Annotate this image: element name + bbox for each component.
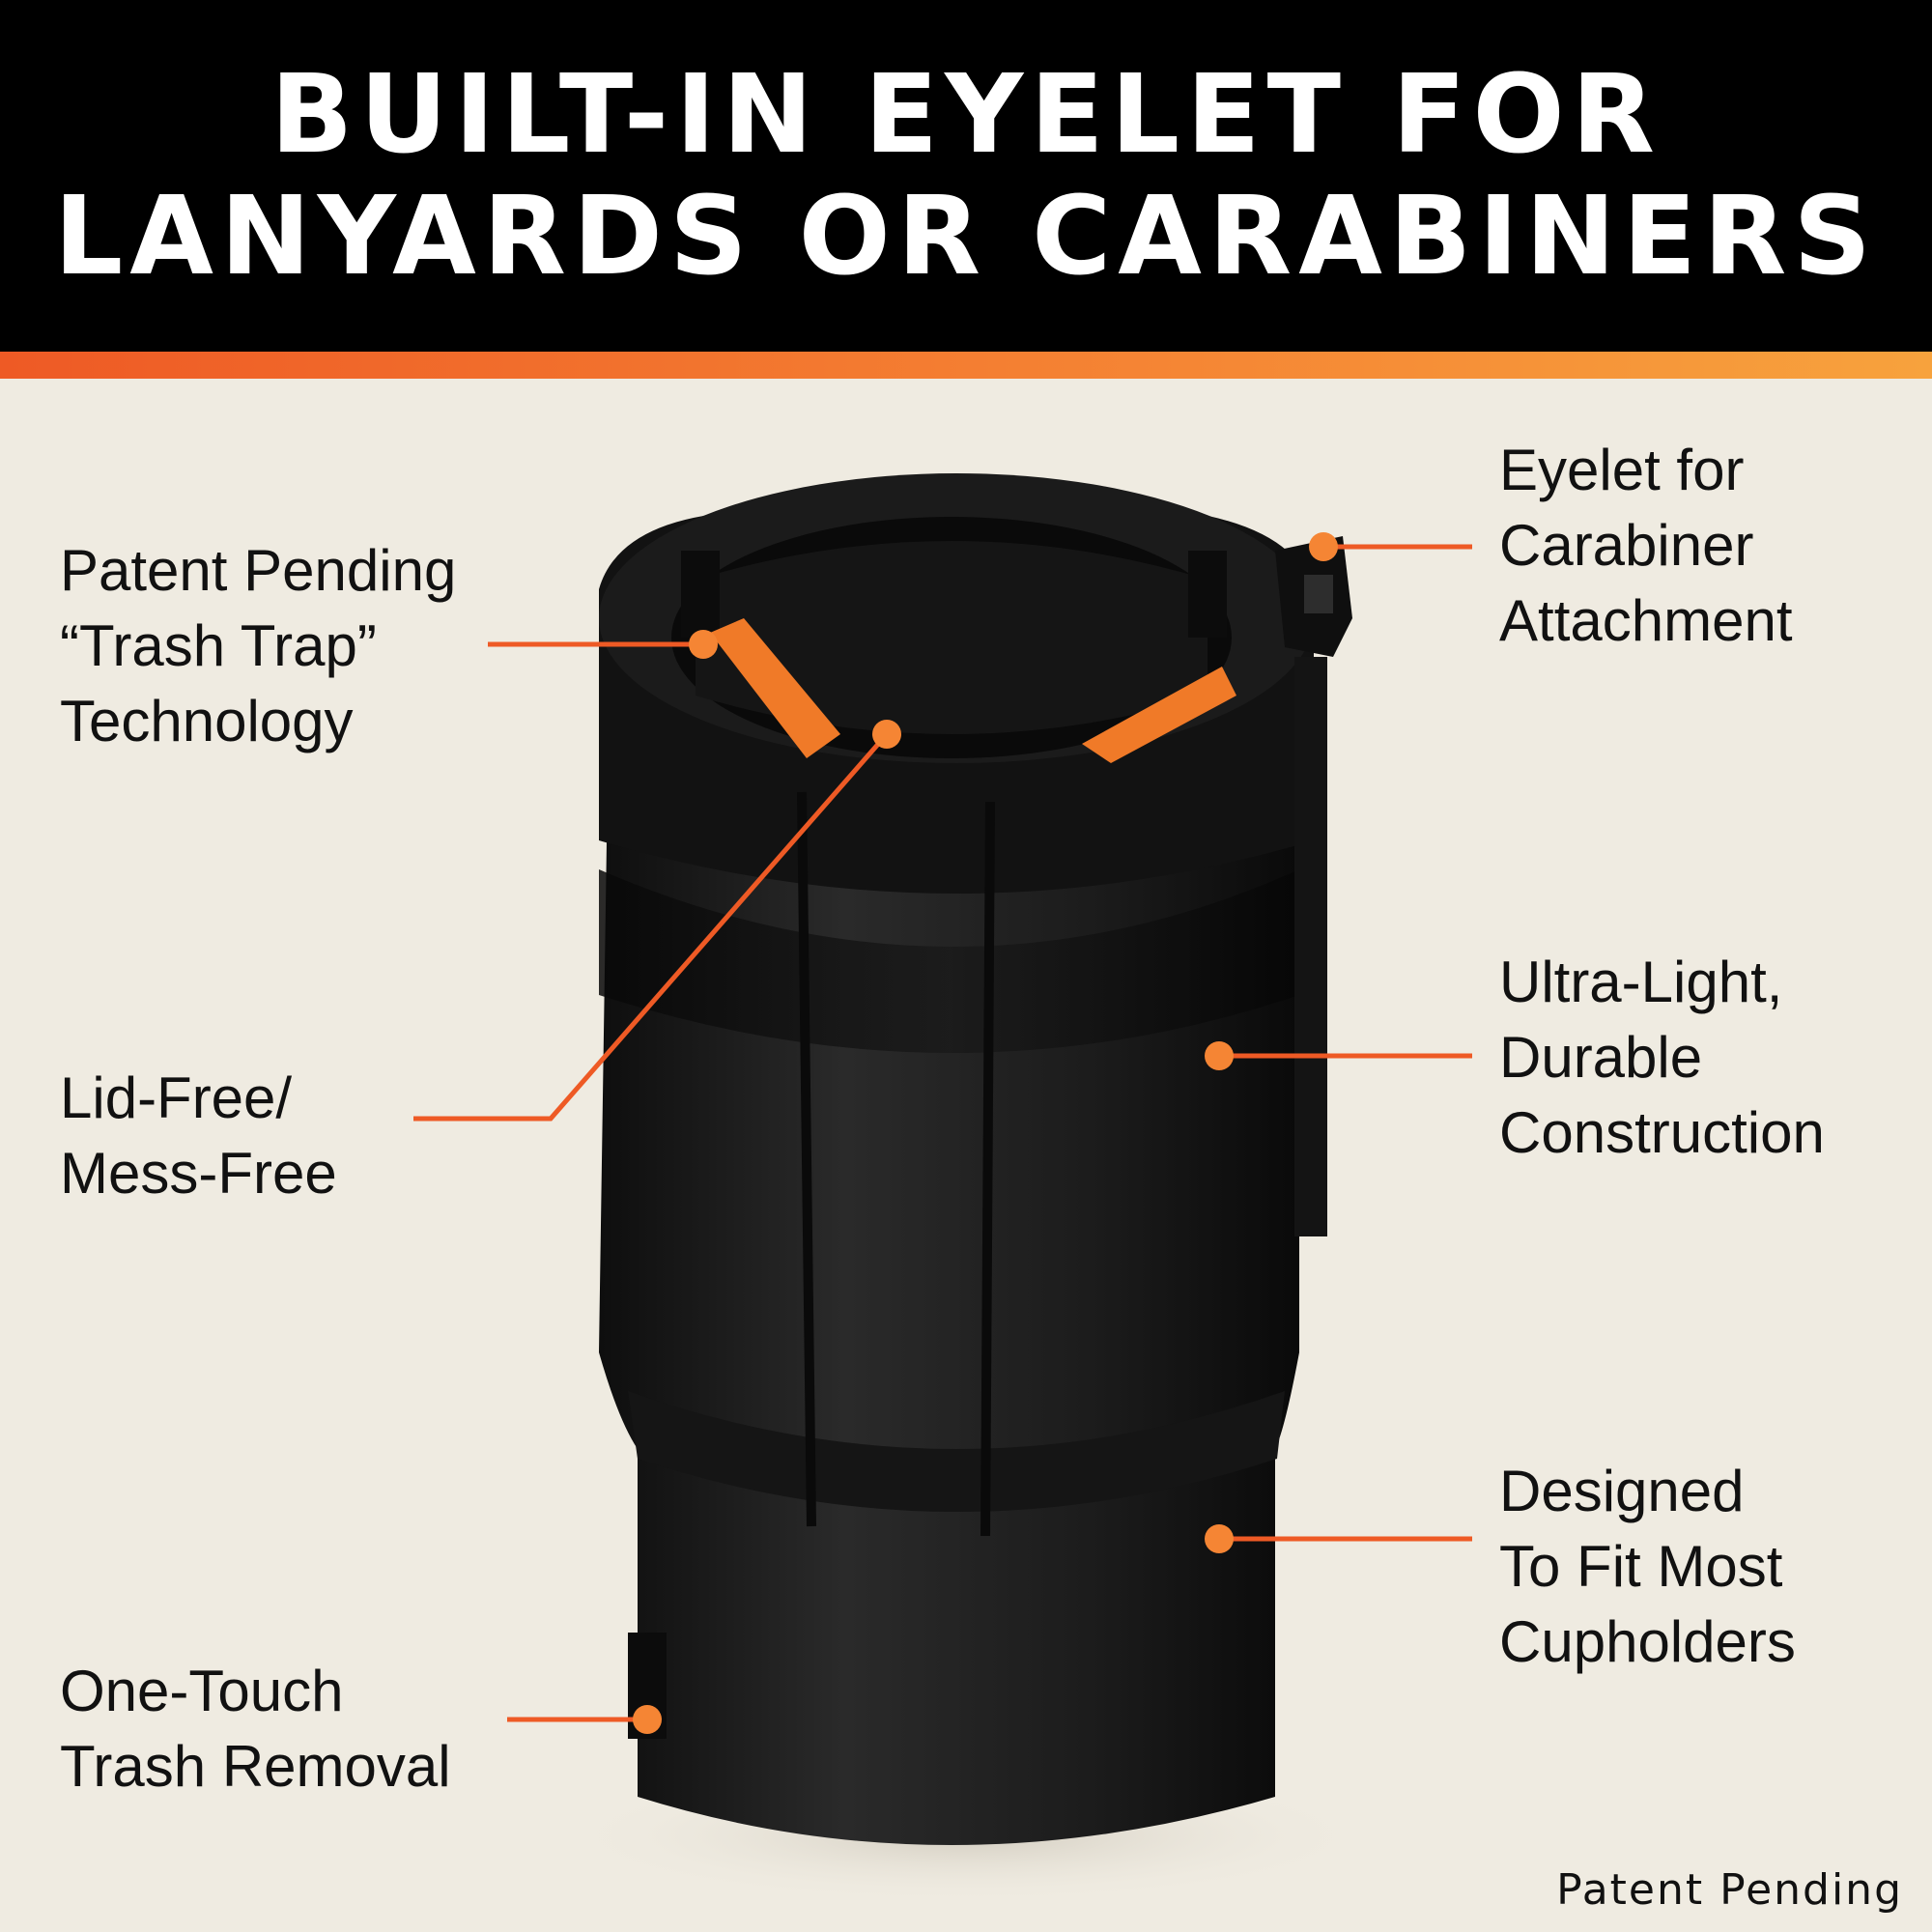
rim-notch-right [1188, 551, 1227, 638]
cupholders-dot [1205, 1524, 1234, 1553]
callout-cupholders-line-1: Designed [1499, 1459, 1745, 1523]
ultra-light-dot [1205, 1041, 1234, 1070]
callout-trash-trap-line-3: Technology [60, 689, 354, 753]
callout-trash-trap: Patent Pending “Trash Trap” Technology [60, 533, 456, 759]
callout-eyelet: Eyelet for Carabiner Attachment [1499, 433, 1793, 659]
lower-band [628, 1391, 1285, 1512]
callout-ultra-light: Ultra-Light, Durable Construction [1499, 945, 1825, 1171]
eyelet-dot [1309, 532, 1338, 561]
callout-one-touch-line-1: One-Touch [60, 1659, 344, 1723]
callout-lid-free: Lid-Free/ Mess-Free [60, 1061, 337, 1211]
lid-free-dot [872, 720, 901, 749]
callout-eyelet-line-1: Eyelet for [1499, 438, 1745, 502]
header-banner: BUILT-IN EYELET FOR LANYARDS OR CARABINE… [0, 0, 1932, 352]
ridge-left [797, 791, 816, 1527]
callout-ultra-light-line-3: Construction [1499, 1100, 1825, 1165]
callout-trash-trap-line-1: Patent Pending [60, 538, 457, 603]
callout-eyelet-line-2: Carabiner [1499, 513, 1754, 578]
rim-notch-left [681, 551, 720, 638]
trash-trap-fin-left [710, 618, 840, 758]
patent-pending-footnote: Patent Pending [1556, 1865, 1903, 1915]
accent-gradient-bar [0, 352, 1932, 379]
callout-lid-free-line-1: Lid-Free/ [60, 1065, 293, 1130]
callout-cupholders-line-3: Cupholders [1499, 1609, 1796, 1674]
trash-trap-fin-right [1082, 667, 1236, 763]
callout-cupholders: Designed To Fit Most Cupholders [1499, 1454, 1796, 1680]
callout-ultra-light-line-2: Durable [1499, 1025, 1703, 1090]
callout-one-touch: One-Touch Trash Removal [60, 1654, 451, 1804]
one-touch-dot [633, 1705, 662, 1734]
eyelet-hole [1304, 575, 1333, 613]
callout-lid-free-line-2: Mess-Free [60, 1141, 337, 1206]
headline-line-2: LANYARDS OR CARABINERS [53, 174, 1879, 299]
callout-lines [413, 532, 1472, 1734]
callout-trash-trap-line-2: “Trash Trap” [60, 613, 377, 678]
inner-wall [696, 541, 1208, 734]
trash-trap-dot [689, 630, 718, 659]
lid-free-line [413, 732, 889, 1122]
upper-band [599, 869, 1299, 1053]
cup-holder-trash-can-icon [599, 473, 1352, 1845]
callout-ultra-light-line-1: Ultra-Light, [1499, 950, 1783, 1014]
headline-line-1: BUILT-IN EYELET FOR [270, 52, 1662, 178]
callout-eyelet-line-3: Attachment [1499, 588, 1793, 653]
ridge-right [980, 801, 995, 1537]
callout-cupholders-line-2: To Fit Most [1499, 1534, 1783, 1599]
side-rail [1294, 657, 1327, 1236]
callout-one-touch-line-2: Trash Removal [60, 1734, 451, 1799]
